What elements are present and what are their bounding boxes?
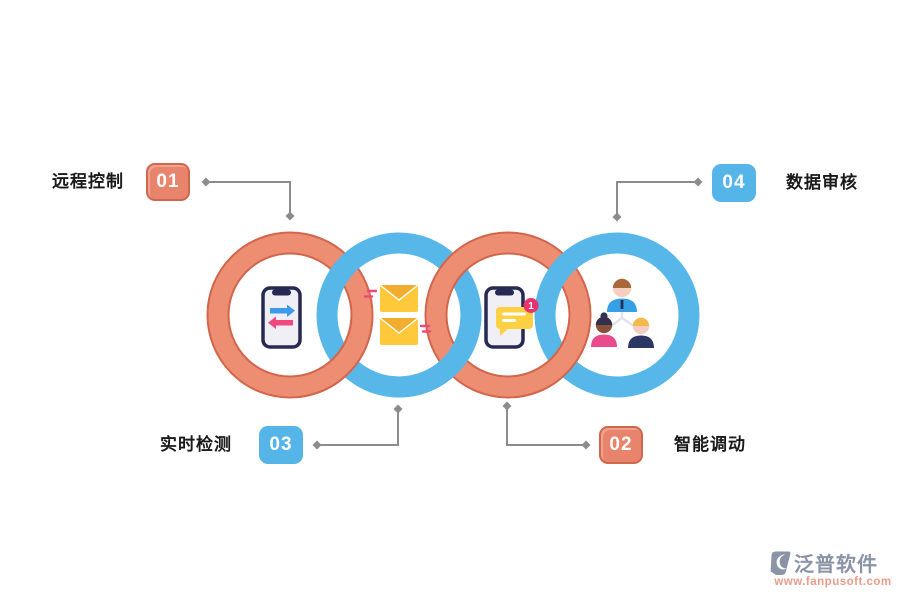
- step-04-label: 数据审核: [786, 173, 858, 192]
- brand-watermark: 泛普软件 www.fanpusoft.com: [768, 548, 898, 588]
- phone-notch: [495, 289, 514, 296]
- diamond-endpoint: [502, 401, 512, 411]
- step-03-label: 实时检测: [160, 435, 232, 454]
- step-02-badge: 02: [599, 426, 643, 464]
- chat-bubble: [496, 307, 533, 336]
- step-04-badge: 04: [712, 164, 756, 202]
- phone-chat-icon: 1: [484, 286, 539, 349]
- brand-name: 泛普软件: [794, 554, 878, 576]
- transfer-right-arrow: [270, 304, 295, 317]
- ring-1-weave-overlap: [281, 306, 374, 399]
- diamond-endpoint: [285, 211, 295, 221]
- envelope-bottom: [379, 317, 419, 345]
- mail-speed-lines: [363, 289, 432, 333]
- ring-2-weave-overlap: [390, 306, 482, 398]
- connector-step-02: [502, 401, 591, 450]
- person-right: [628, 317, 654, 348]
- ring-3-weave-overlap: [499, 306, 592, 399]
- envelope-top: [379, 284, 419, 312]
- step-02-label: 智能调动: [674, 435, 746, 454]
- person-top: [607, 278, 637, 312]
- notification-count: 1: [528, 301, 534, 312]
- ring-4-blue: [534, 232, 700, 398]
- notification-badge: 1: [523, 298, 539, 313]
- diamond-endpoint: [201, 177, 211, 187]
- connector-step-04: [612, 177, 703, 222]
- tie: [620, 300, 624, 309]
- person-left: [591, 312, 617, 347]
- step-03-badge: 03: [259, 426, 303, 464]
- brand-url: www.fanpusoft.com: [774, 576, 892, 588]
- team-icon: [591, 278, 654, 348]
- diamond-endpoint: [312, 440, 322, 450]
- diamond-endpoint: [693, 177, 703, 187]
- step-01-label: 远程控制: [52, 172, 124, 191]
- transfer-left-arrow: [268, 316, 293, 329]
- phone-notch: [272, 289, 291, 296]
- connector-step-01: [201, 177, 295, 221]
- diamond-endpoint: [612, 212, 622, 222]
- connector-step-03: [312, 404, 403, 450]
- diamond-endpoint: [581, 440, 591, 450]
- mail-icon: [363, 284, 432, 345]
- connectors: [201, 177, 703, 450]
- diamond-endpoint: [393, 404, 403, 414]
- phone-transfer-icon: [261, 286, 302, 349]
- brand-logo-icon: [770, 551, 791, 575]
- step-01-badge: 01: [146, 163, 190, 201]
